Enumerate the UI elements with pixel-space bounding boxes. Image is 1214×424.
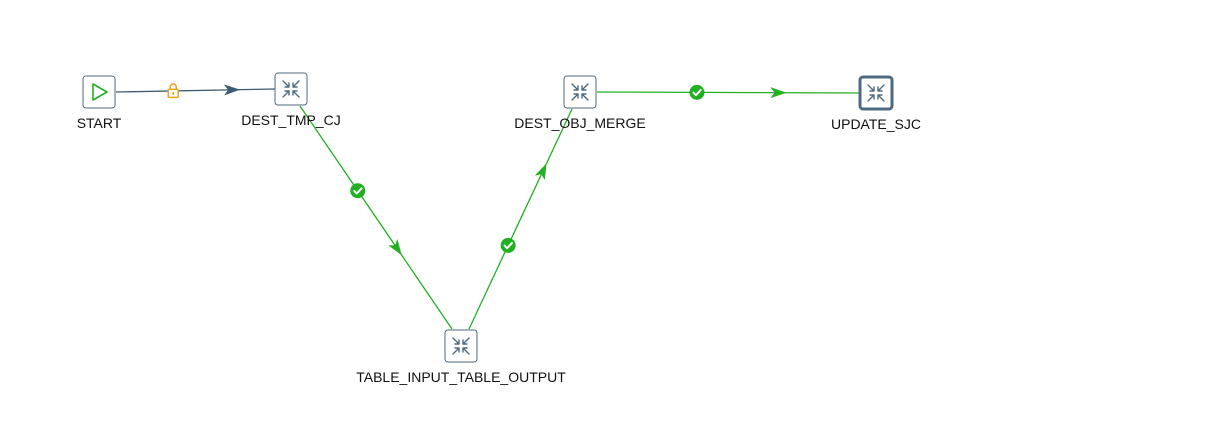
collapse-arrows-icon — [867, 84, 885, 102]
hop-line[interactable] — [299, 105, 453, 330]
arrow-head-icon — [770, 87, 787, 99]
node-box[interactable] — [858, 75, 894, 111]
node-label: START — [77, 115, 122, 131]
node-box[interactable] — [563, 75, 597, 109]
collapse-arrows-icon — [571, 83, 589, 101]
check-circle-icon[interactable] — [500, 237, 516, 253]
hop-dest_obj_merge-to-update_sjc[interactable] — [596, 87, 861, 99]
node-start[interactable]: START — [77, 75, 122, 131]
node-label: TABLE_INPUT_TABLE_OUTPUT — [356, 369, 566, 385]
node-label: UPDATE_SJC — [831, 116, 921, 132]
node-dest-tmp-cj[interactable]: DEST_TMP_CJ — [241, 72, 341, 128]
hop-line[interactable] — [115, 88, 276, 93]
hop-icons-layer — [167, 83, 705, 253]
hop-line[interactable] — [468, 108, 573, 330]
check-circle-icon[interactable] — [689, 84, 705, 100]
arrow-head-icon — [534, 163, 547, 181]
node-box[interactable] — [274, 72, 308, 106]
node-dest-obj-merge[interactable]: DEST_OBJ_MERGE — [514, 75, 646, 131]
arrow-head-icon — [223, 84, 241, 96]
node-label: DEST_TMP_CJ — [241, 112, 341, 128]
hop-table_io-to-dest_obj_merge[interactable] — [468, 108, 573, 330]
node-box[interactable] — [82, 75, 116, 109]
play-icon — [92, 83, 108, 101]
hop-line[interactable] — [596, 91, 861, 94]
nodes-layer: START DEST_TMP_CJ TABLE_INPUT_TABLE_OUTPUT… — [77, 72, 921, 385]
node-table-io[interactable]: TABLE_INPUT_TABLE_OUTPUT — [356, 329, 566, 385]
hop-start-to-dest_tmp_cj[interactable] — [115, 84, 276, 96]
node-update-sjc[interactable]: UPDATE_SJC — [831, 75, 921, 132]
collapse-arrows-icon — [282, 80, 300, 98]
hops-layer — [115, 84, 861, 330]
node-label: DEST_OBJ_MERGE — [514, 115, 645, 131]
node-box[interactable] — [444, 329, 478, 363]
arrow-head-icon — [388, 239, 402, 256]
lock-icon[interactable] — [167, 83, 179, 99]
hop-dest_tmp_cj-to-table_io[interactable] — [299, 105, 453, 330]
collapse-arrows-icon — [452, 337, 470, 355]
check-circle-icon[interactable] — [350, 183, 366, 199]
